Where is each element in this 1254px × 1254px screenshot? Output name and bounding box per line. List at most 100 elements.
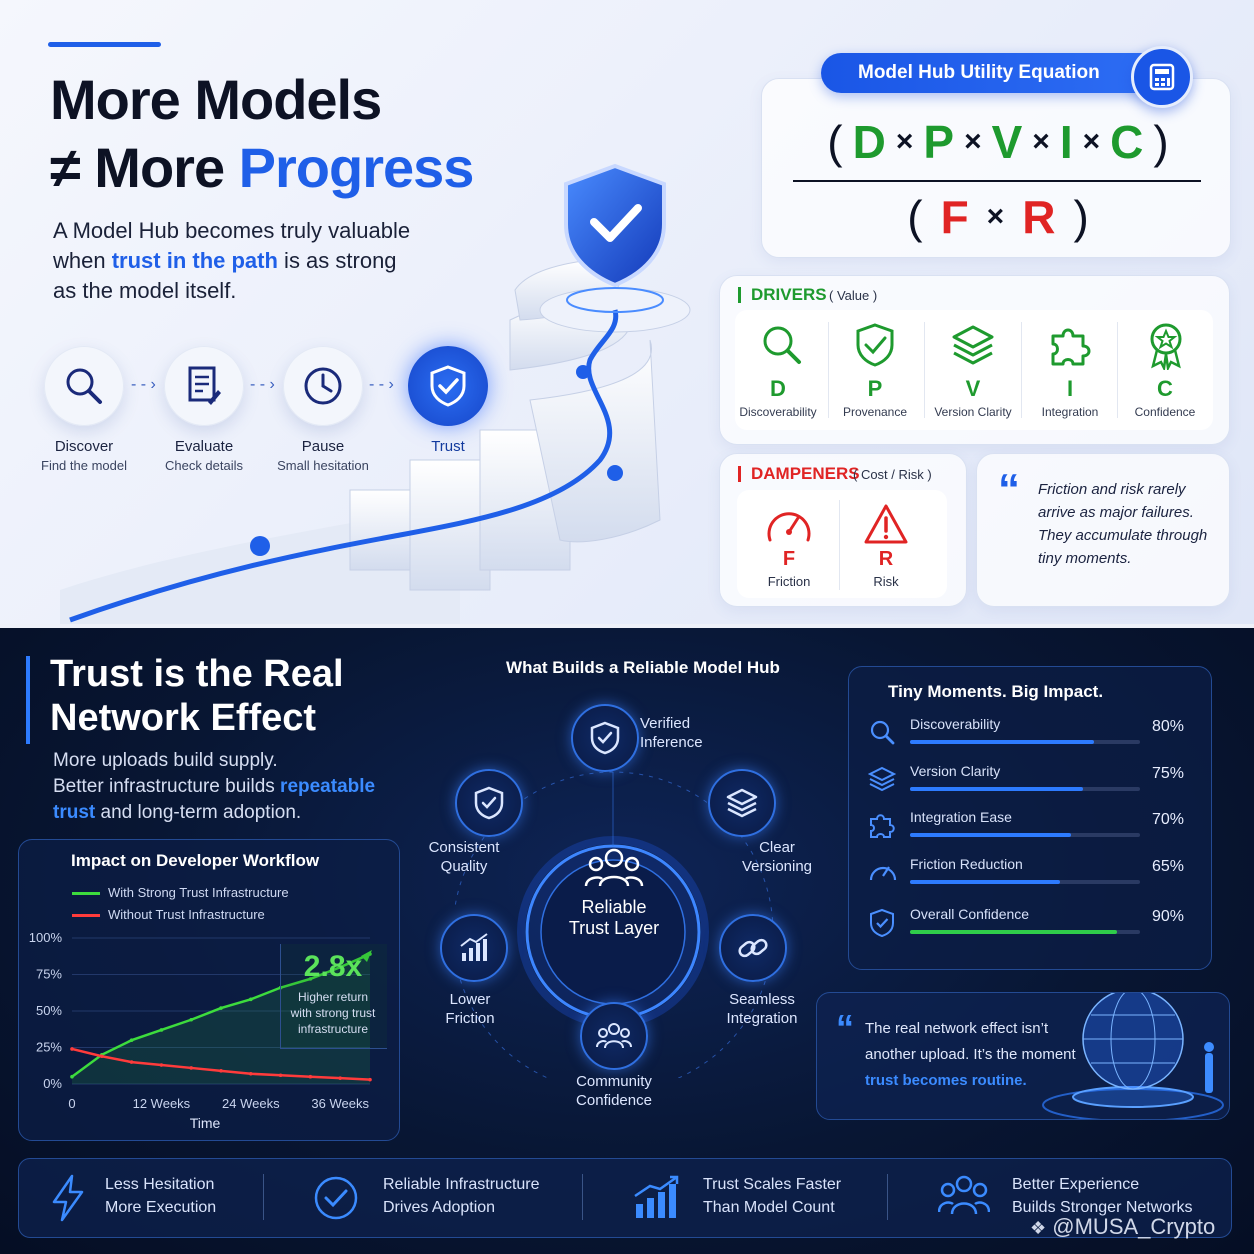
- driver-item-i: I Integration: [1023, 316, 1119, 426]
- chart-callout: [280, 944, 387, 1049]
- footer-line: Trust Scales Faster: [703, 1176, 842, 1193]
- eq-var-c: C: [1110, 116, 1144, 168]
- watermark-text: @MUSA_Crypto: [1052, 1214, 1216, 1239]
- metric-label: Version Clarity: [910, 763, 1001, 779]
- eq-paren: (: [827, 116, 843, 168]
- dampener-item-f: F Friction: [740, 500, 838, 598]
- dampener-item-r: R Risk: [838, 500, 934, 598]
- metric-label: Integration Ease: [910, 809, 1012, 825]
- hub-label-line: Lower: [449, 991, 491, 1008]
- data-point-without-trust: [70, 1047, 74, 1051]
- footer-item: Better Experience Builds Stronger Networ…: [938, 1168, 1218, 1228]
- footer-divider: [263, 1174, 264, 1220]
- data-point-with-trust: [219, 1006, 223, 1010]
- dampener-label: Friction: [767, 574, 811, 589]
- network-desc-line1: More uploads build supply.: [53, 750, 278, 771]
- step-evaluate[interactable]: [164, 346, 244, 426]
- chart-title: Impact on Developer Workflow: [71, 851, 320, 870]
- network-desc-accent: repeatable: [280, 776, 376, 797]
- x-tick-label: 24 Weeks: [222, 1096, 280, 1111]
- eq-op: ×: [1032, 125, 1050, 158]
- metric-bar-track: [910, 930, 1140, 934]
- driver-label: Confidence: [1134, 405, 1196, 419]
- hero-title-line1: More Models: [50, 68, 382, 131]
- footer-line: Better Experience: [1012, 1176, 1140, 1193]
- driver-letter: D: [770, 376, 786, 401]
- step-sub: Check details: [164, 458, 244, 473]
- step-pause[interactable]: [283, 346, 363, 426]
- shield-check-icon: [856, 323, 894, 367]
- metric-value: 75%: [1151, 765, 1184, 782]
- callout-value: 2.8x: [303, 950, 363, 983]
- network-desc-accent: trust: [53, 802, 96, 823]
- metric-value: 65%: [1151, 858, 1184, 875]
- drivers-accent-bar: [738, 287, 741, 303]
- x-axis-label: Time: [190, 1115, 221, 1131]
- hero-title-prefix: ≠ More: [50, 136, 239, 199]
- equation-badge: Model Hub Utility Equation: [821, 53, 1186, 93]
- users-icon: [584, 848, 644, 887]
- metric-bar-fill: [910, 880, 1060, 884]
- eq-var-d: D: [852, 116, 886, 168]
- bar-chart-icon: [634, 1175, 679, 1218]
- footer-item: Trust Scales Faster Than Model Count: [632, 1168, 882, 1228]
- hero-description: A Model Hub becomes truly valuable when …: [53, 216, 473, 306]
- hub-label-line: Confidence: [576, 1092, 652, 1109]
- bottom-panel: Trust is the Real Network Effect More up…: [0, 628, 1254, 1254]
- eq-var-p: P: [923, 116, 955, 168]
- top-panel: More Models ≠ More Progress A Model Hub …: [0, 0, 1254, 624]
- data-point-without-trust: [100, 1054, 104, 1059]
- eq-op: ×: [895, 125, 914, 158]
- legend-swatch-red: [72, 914, 100, 917]
- x-tick-label: 12 Weeks: [133, 1096, 191, 1111]
- drivers-title: DRIVERS: [751, 285, 827, 304]
- hub-node-seamless-integration[interactable]: [719, 914, 787, 982]
- driver-divider: [828, 322, 829, 418]
- network-desc-post: and long-term adoption.: [95, 802, 302, 823]
- hub-node-clear-versioning[interactable]: [708, 769, 776, 837]
- footer-line: Drives Adoption: [383, 1199, 496, 1216]
- y-tick-label: 100%: [29, 930, 63, 945]
- metric-bar-track: [910, 787, 1140, 791]
- step-discover[interactable]: [44, 346, 124, 426]
- data-point-without-trust: [249, 1071, 253, 1076]
- hub-label-line: Community: [576, 1073, 652, 1090]
- y-tick-label: 75%: [36, 967, 62, 982]
- eq-var-i: I: [1059, 116, 1073, 168]
- hub-node-verified-inference[interactable]: [571, 704, 639, 772]
- hub-label-line: Integration: [726, 1010, 798, 1027]
- award-icon: [1150, 323, 1182, 370]
- step-trust[interactable]: [408, 346, 488, 426]
- legend-label: Without Trust Infrastructure: [108, 907, 265, 922]
- metric-value: 70%: [1151, 811, 1184, 828]
- network-desc-pre: Better infrastructure builds: [53, 776, 281, 797]
- data-point-without-trust: [338, 1076, 343, 1080]
- hero-desc-accent: trust in the path: [111, 248, 278, 273]
- search-icon: [66, 368, 102, 404]
- network-title-line1: Trust is the Real: [50, 653, 344, 695]
- search-icon: [868, 718, 896, 751]
- hub-node-consistent-quality[interactable]: [455, 769, 523, 837]
- hub-node-lower-friction[interactable]: [440, 914, 508, 982]
- arrow-head: [361, 950, 372, 963]
- diamond-logo-icon: ❖: [1030, 1218, 1047, 1238]
- step-title: Pause: [301, 438, 345, 455]
- hub-node-community-confidence[interactable]: [580, 1002, 648, 1070]
- gauge-icon: [767, 512, 811, 542]
- driver-divider: [1021, 322, 1022, 418]
- step-sub: Small hesitation: [277, 458, 369, 473]
- metric-bar-track: [910, 740, 1140, 744]
- network-title-line2: Network Effect: [50, 697, 317, 739]
- data-point-with-trust: [308, 977, 313, 981]
- search-icon: [763, 326, 801, 364]
- quote-line: Friction and risk rarely: [1038, 481, 1186, 498]
- footer-item: Less Hesitation More Execution: [44, 1168, 264, 1228]
- driver-label: Provenance: [842, 405, 908, 419]
- gauge-icon: [868, 858, 898, 891]
- quote-line: tiny moments.: [1038, 550, 1132, 567]
- eq-var-r: R: [1022, 191, 1056, 243]
- hub-title: What Builds a Reliable Model Hub: [506, 658, 780, 677]
- quote-card-bottom: [816, 992, 1230, 1120]
- equation-badge-label: Model Hub Utility Equation: [858, 62, 1100, 83]
